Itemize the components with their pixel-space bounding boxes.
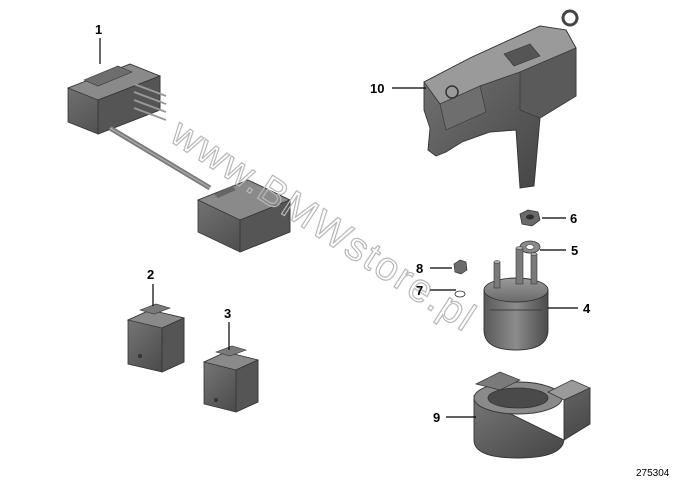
callout-1: 1 [95,22,102,37]
part-1-cable-connector [66,63,291,253]
part-3-plug [202,345,260,413]
part-2-plug [126,303,186,373]
callout-5: 5 [571,243,578,258]
callout-10: 10 [370,81,384,96]
callout-8: 8 [416,261,423,276]
callout-9: 9 [433,410,440,425]
part-8-nut [453,259,468,275]
callout-2: 2 [147,267,154,282]
callouts: 1 2 3 4 5 6 7 8 9 10 [95,22,591,425]
callout-7: 7 [416,283,423,298]
part-9-holder [473,371,591,459]
diagram-id: 275304 [636,468,670,479]
part-6-nut [519,209,541,227]
callout-4: 4 [583,301,591,316]
part-7-washer [454,290,466,298]
part-10-bracket [423,9,579,189]
part-4-terminal [483,246,549,351]
callout-6: 6 [570,211,577,226]
callout-3: 3 [224,306,231,321]
leader-lines [99,38,578,418]
